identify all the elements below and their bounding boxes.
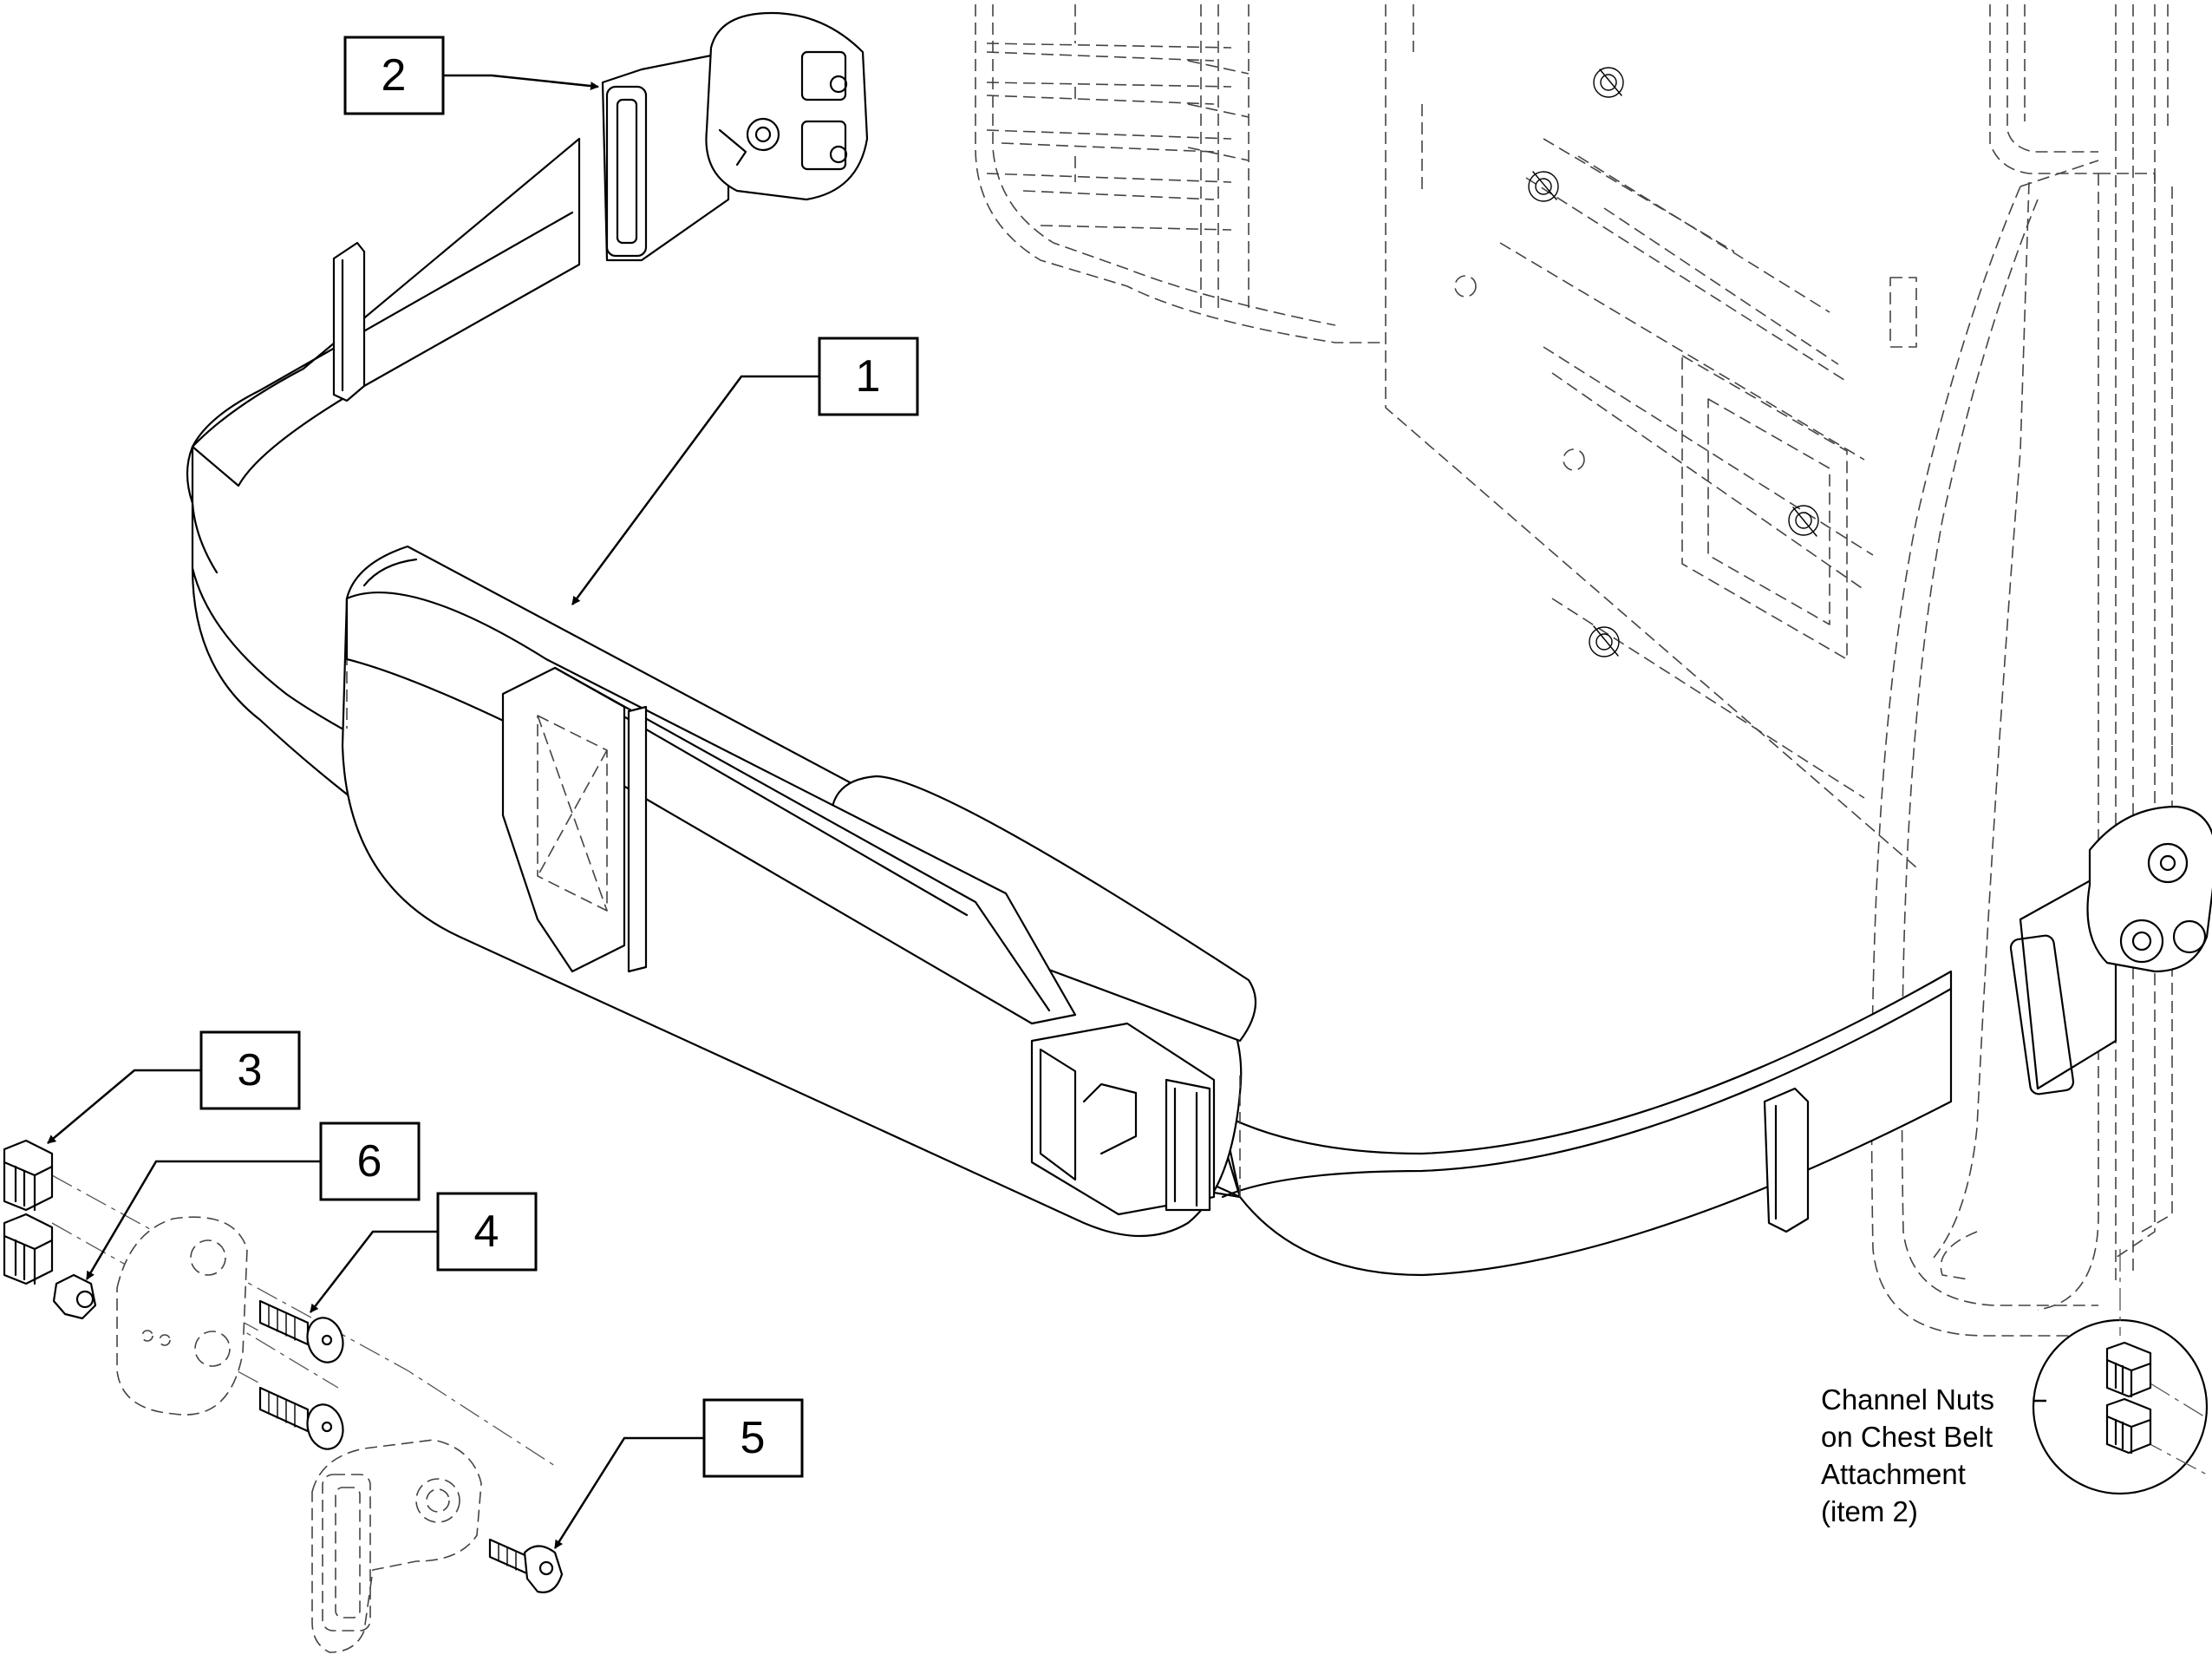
attachment-bracket-icon (311, 1439, 482, 1653)
detail-note-line-2: on Chest Belt (1821, 1421, 1993, 1453)
callout-5-leader (553, 1436, 704, 1549)
chest-belt-attachment-top (601, 11, 869, 262)
callout-6: 6 (319, 1122, 421, 1201)
callout-3-label: 3 (238, 1045, 263, 1095)
callout-2-label: 2 (382, 50, 407, 101)
socket-head-screw-icon (488, 1538, 564, 1593)
strap-keeper-icon (1763, 1087, 1810, 1233)
detail-circle (2032, 1249, 2209, 1495)
callout-6-leader (85, 1160, 321, 1280)
callout-1-label: 1 (856, 351, 881, 402)
flat-head-screw-icon (258, 1386, 344, 1450)
callout-3: 3 (199, 1030, 301, 1110)
belt-on-pad (345, 591, 1077, 1025)
buckle-icon (1030, 1022, 1216, 1216)
detail-note-line-4: (item 2) (1821, 1495, 1918, 1527)
channel-nut-icon (3, 1139, 54, 1212)
callout-1: 1 (818, 337, 919, 416)
flat-head-screw-icon (258, 1299, 344, 1363)
wheelchair-backrest-phantom (975, 4, 2173, 1337)
callout-1-leader (571, 375, 819, 605)
callout-4: 4 (436, 1192, 538, 1272)
callout-5: 5 (702, 1398, 804, 1478)
backrest-bolt-icon (1528, 67, 1819, 657)
chest-belt-attachment-right (2009, 805, 2212, 1095)
callout-2: 2 (343, 36, 445, 115)
callout-4-label: 4 (474, 1207, 499, 1257)
callout-5-label: 5 (741, 1413, 766, 1463)
strap-keeper-icon (332, 241, 366, 402)
hex-nut-icon (52, 1273, 97, 1320)
detail-note-line-3: Attachment (1821, 1458, 1966, 1490)
callout-6-label: 6 (357, 1136, 382, 1187)
callout-4-leader (310, 1230, 438, 1313)
detail-note: Channel Nuts on Chest Belt Attachment (i… (1821, 1383, 1994, 1527)
channel-nut-icon (3, 1213, 54, 1285)
callout-3-leader (47, 1069, 201, 1144)
detail-note-line-1: Channel Nuts (1821, 1383, 1994, 1416)
backing-plate-icon (116, 1216, 248, 1416)
callout-2-leader (443, 74, 599, 91)
